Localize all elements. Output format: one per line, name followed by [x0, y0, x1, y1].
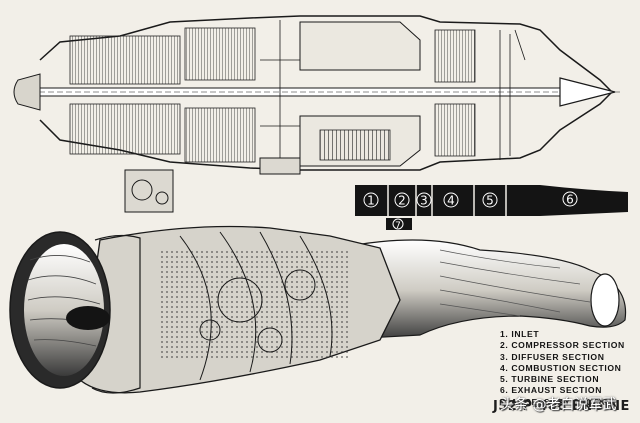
legend-item-combustion: 4. COMBUSTION SECTION	[500, 362, 622, 373]
section-number-4: 4	[447, 194, 455, 208]
section-number-5: 5	[486, 194, 494, 208]
section-number-6: 6	[566, 193, 574, 207]
legend: 1. INLET 2. COMPRESSOR SECTION 3. DIFFUS…	[500, 329, 625, 408]
section-number-2: 2	[398, 194, 406, 208]
legend-item-compressor: 2. COMPRESSOR SECTION	[500, 340, 625, 351]
section-number-1: 1	[367, 194, 375, 208]
section-band: 1 2 3 4 5 6 7	[355, 185, 628, 231]
section-number-7: 7	[395, 221, 401, 231]
legend-item-diffuser: 3. DIFFUSER SECTION	[500, 351, 605, 362]
cutaway-section-view	[13, 15, 620, 213]
section-number-3: 3	[420, 194, 428, 208]
legend-item-accessory: 7. ACCESSORY SECTION	[500, 396, 616, 407]
legend-item-turbine: 5. TURBINE SECTION	[500, 374, 600, 385]
engine-caption: J52 P-408 ENGINE	[493, 399, 630, 414]
watermark: 头条 @老白说军武	[500, 397, 617, 413]
exterior-view	[9, 225, 627, 394]
legend-item-inlet: 1. INLET	[500, 329, 540, 339]
legend-item-exhaust: 6. EXHAUST SECTION	[500, 385, 603, 396]
